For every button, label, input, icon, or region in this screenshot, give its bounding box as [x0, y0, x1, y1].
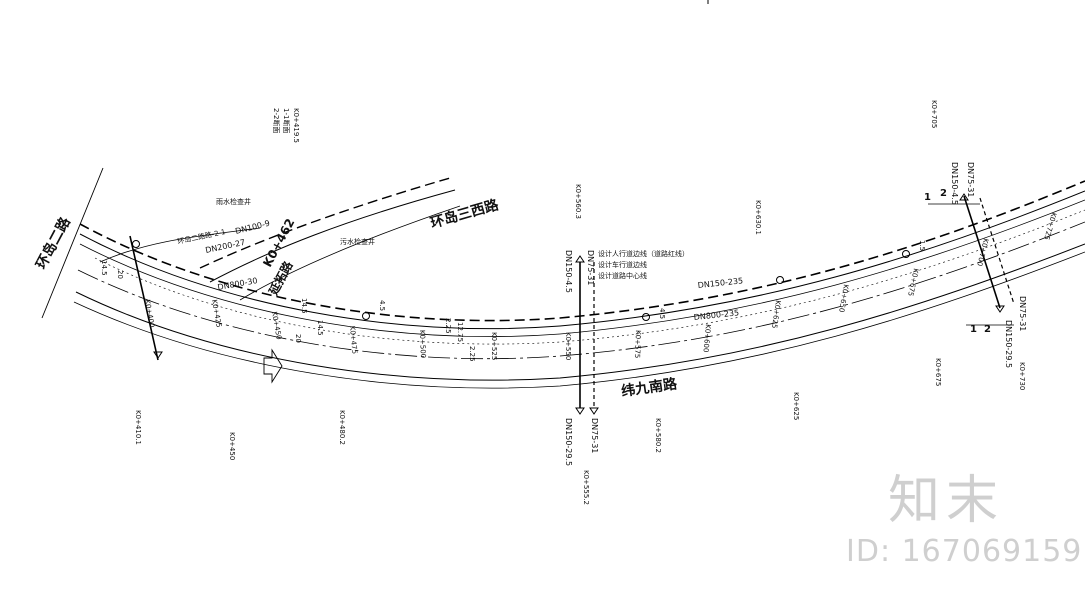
pipe-label: DN75-31 [1018, 296, 1027, 331]
pipe-label: DN150-235 [697, 276, 743, 290]
manhole-icon [362, 312, 370, 320]
pipe-label: DN800-30 [217, 276, 258, 292]
station-label: K0+425 [210, 299, 223, 328]
pipe-label: DN150-4.5 [950, 162, 959, 205]
station-label: K0+525 [490, 332, 498, 360]
valve-icon [589, 407, 599, 415]
pipe-label: DN150-29.5 [1004, 320, 1013, 368]
section-mark: 1 [924, 192, 931, 203]
dim-label: 20 [294, 334, 302, 343]
manhole-icon [642, 313, 650, 321]
pipe-label: DN150-29.5 [564, 418, 573, 466]
section-mark: 2 [984, 324, 991, 335]
road-name-wei-jiunan: 纬九南路 [620, 375, 679, 400]
section-line-right [963, 195, 1001, 309]
station-label: K0+700 [975, 238, 990, 267]
callout: 2-2断面 [272, 108, 281, 133]
dim-label: 14.5 [316, 320, 324, 336]
callout: K0+705 [930, 100, 938, 128]
station-label: K0+650 [837, 284, 850, 313]
section-mark: 1 [970, 324, 977, 335]
note: 雨水检查井 [216, 197, 251, 206]
branch-line-4 [99, 227, 261, 263]
station-label: K0+575 [633, 330, 642, 359]
pipe-label: DN75-31 [966, 162, 975, 197]
curb-south [75, 243, 1085, 381]
callout: K0+625 [792, 392, 800, 420]
manhole-icon [132, 240, 140, 248]
left-road-edge [41, 167, 104, 319]
callout: K0+450 [228, 432, 236, 460]
curb-north-2 [79, 199, 1085, 337]
branch-line-1 [199, 177, 451, 269]
red-line-north [79, 180, 1085, 322]
watermark-logo: 知末 [888, 471, 1005, 531]
station-label: K0+500 [418, 330, 427, 359]
manhole-icon [902, 250, 910, 258]
callout: K0+410.1 [134, 410, 142, 445]
station-label: K0+600 [702, 324, 712, 353]
valve-icon [995, 305, 1005, 313]
dim-label: 20 [116, 270, 124, 279]
centerline [77, 221, 1085, 360]
dim-label: 4.5 [378, 300, 386, 311]
dim-label: 2.25 [444, 318, 452, 334]
callout: K0+630.1 [754, 200, 762, 235]
pipe-dn800 [94, 209, 1085, 345]
note: 污水检查井 [340, 237, 375, 246]
dim-label: 4.5 [658, 308, 666, 319]
dim-label: 14.5 [300, 298, 308, 314]
valve-icon [153, 351, 163, 359]
section-mark: 2 [940, 188, 947, 199]
valve-icon [959, 193, 969, 201]
callout: K0+480.2 [338, 410, 346, 445]
road-name-huandao-er: 环岛二路 [33, 214, 75, 272]
callout: 1-1断面 [282, 108, 291, 133]
pipe-label: DN150-4.5 [564, 250, 573, 293]
watermark-id: ID: 167069159 [846, 534, 1083, 569]
station-label: K0+675 [906, 268, 920, 297]
legend-item: 设计车行道边线 [598, 260, 647, 269]
dim-label: 1.5 [918, 240, 926, 251]
pipe-label: DN75-31 [590, 418, 599, 453]
manhole-icon [776, 276, 784, 284]
dim-label: 12.75 [456, 322, 464, 342]
flow-arrow-icon [263, 348, 283, 384]
callout: K0+560.3 [574, 184, 582, 219]
pipe-label: DN800-235 [693, 308, 739, 322]
pipe-label: DN75-31 [586, 250, 595, 285]
road-name-huandao-sanxi: 环岛三西路 [428, 196, 501, 232]
station-label: K0+475 [348, 325, 358, 354]
callout: K0+675 [934, 358, 942, 386]
station-label: K0+550 [564, 332, 572, 360]
branch-line-3 [239, 205, 461, 301]
callout: K0+555.2 [582, 470, 590, 505]
pipe-label: DN100-9 [234, 219, 271, 236]
callout: K0+580.2 [654, 418, 662, 453]
legend-item: 设计人行道边线（道路红线） [598, 249, 689, 258]
legend-item: 设计道路中心线 [598, 271, 647, 280]
valve-icon [575, 255, 585, 263]
dim-label: 14.5 [100, 260, 108, 276]
station-label: K0+625 [770, 300, 782, 329]
callout: K0+730 [1018, 362, 1026, 390]
branch-line-2 [209, 189, 456, 283]
dim-label: 2.25 [468, 346, 476, 362]
callout: K0+419.5 [292, 108, 300, 143]
section-line-left [129, 235, 159, 361]
section-line-right-dash [979, 197, 1015, 305]
curb-north [79, 190, 1085, 330]
valve-icon [575, 407, 585, 415]
pipe-label: DN200-27 [205, 238, 246, 255]
station-label: K0+400 [143, 299, 156, 328]
curb-south-2 [73, 251, 1085, 389]
